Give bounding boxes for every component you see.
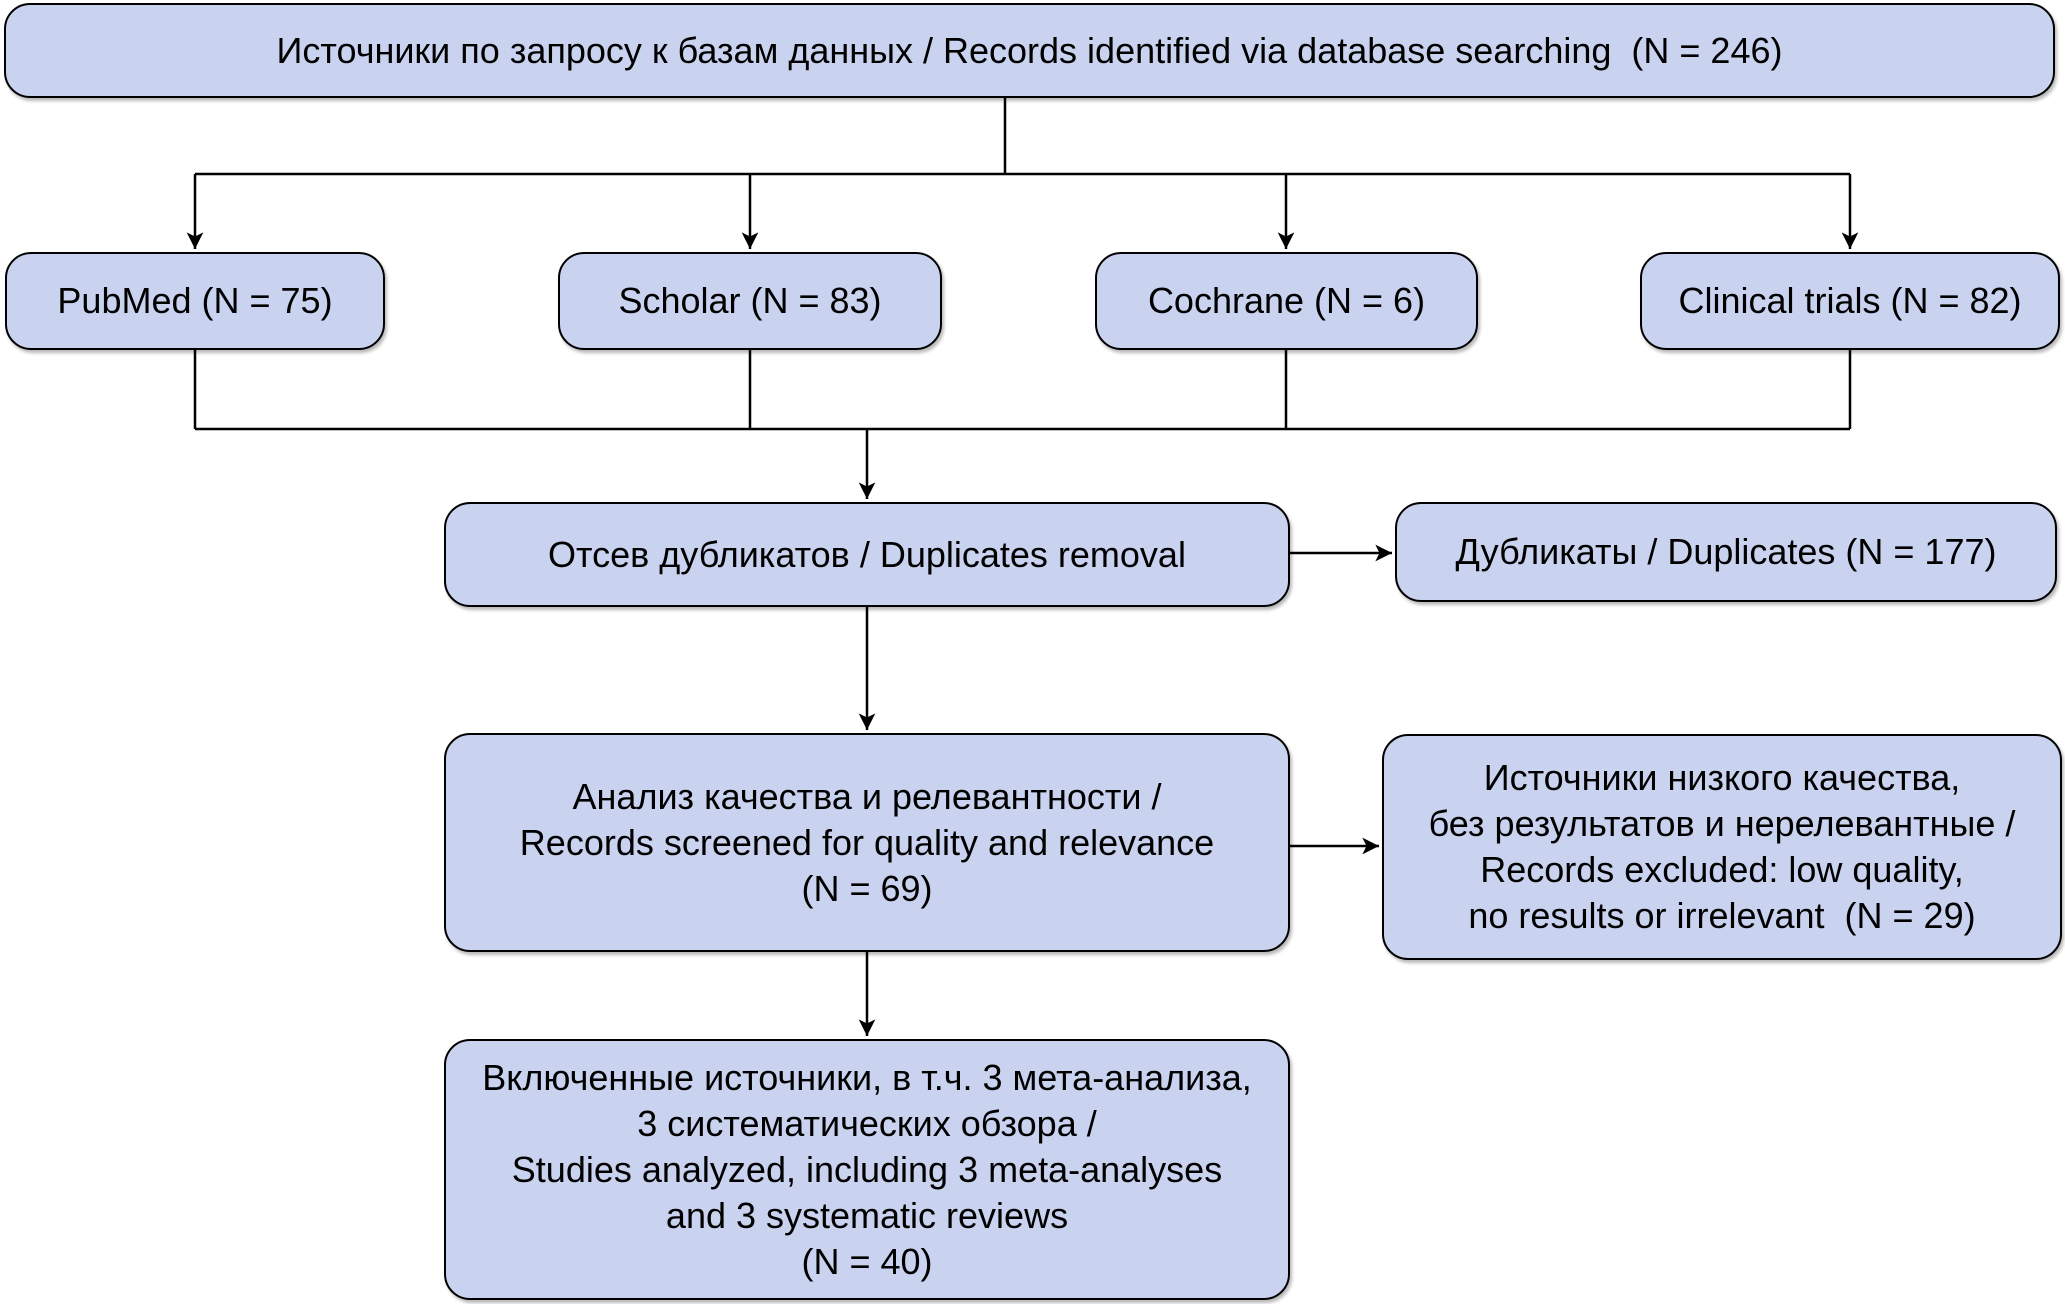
node-excluded: Источники низкого качества,без результат… [1382,734,2062,960]
node-pubmed: PubMed (N = 75) [5,252,385,350]
node-clinical-trials: Clinical trials (N = 82) [1640,252,2060,350]
node-scholar: Scholar (N = 83) [558,252,942,350]
node-duplicates: Дубликаты / Duplicates (N = 177) [1395,502,2057,602]
node-cochrane: Cochrane (N = 6) [1095,252,1478,350]
node-records-identified: Источники по запросу к базам данных / Re… [4,3,2055,98]
node-included: Включенные источники, в т.ч. 3 мета-анал… [444,1039,1290,1300]
node-duplicates-removal: Отсев дубликатов / Duplicates removal [444,502,1290,607]
node-screened: Анализ качества и релевантности /Records… [444,733,1290,952]
